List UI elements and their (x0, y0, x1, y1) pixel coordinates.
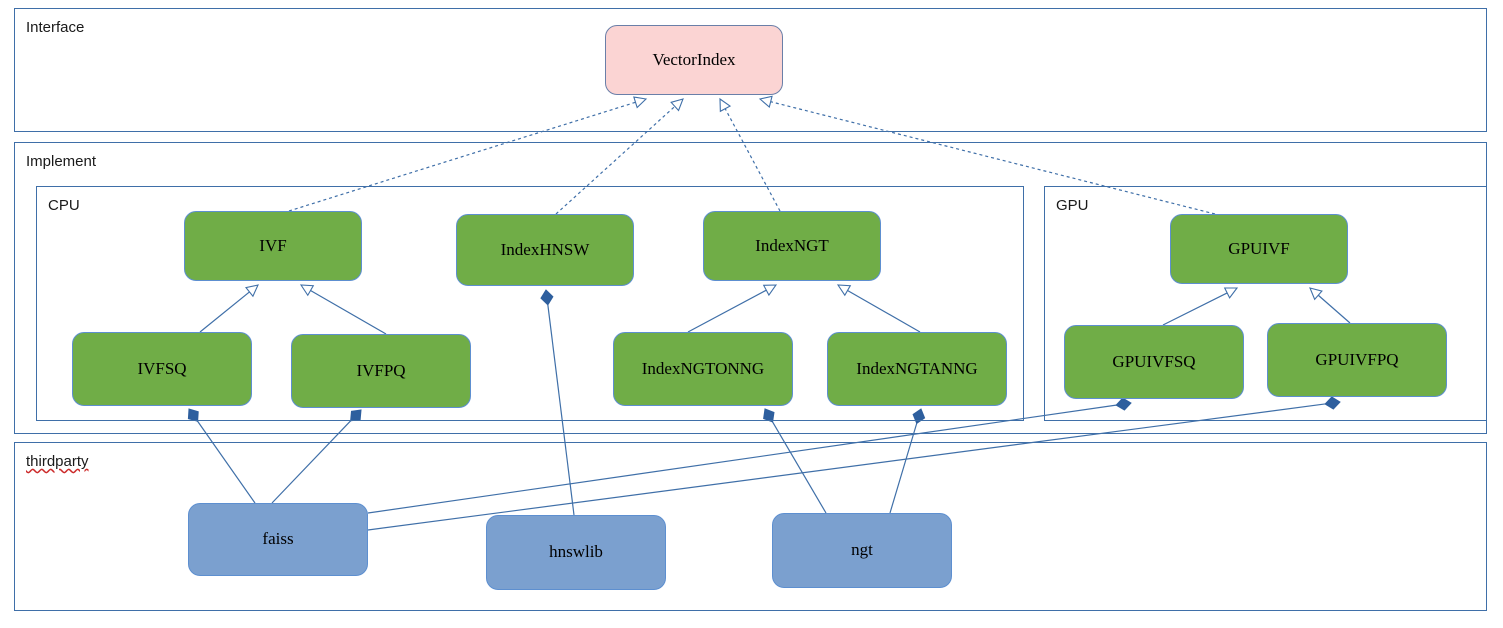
container-label-thirdparty: thirdparty (26, 453, 89, 470)
node-ivf[interactable]: IVF (184, 211, 362, 281)
node-indexngt[interactable]: IndexNGT (703, 211, 881, 281)
node-indexhnsw[interactable]: IndexHNSW (456, 214, 634, 286)
node-label-gpuivfpq: GPUIVFPQ (1315, 349, 1399, 369)
node-label-ivfsq: IVFSQ (137, 358, 187, 378)
node-label-ivf: IVF (259, 235, 287, 255)
container-label-implement: Implement (26, 153, 97, 170)
node-label-vectorindex: VectorIndex (652, 49, 736, 69)
node-label-indexngt: IndexNGT (755, 235, 829, 255)
node-vectorindex[interactable]: VectorIndex (605, 25, 783, 95)
node-ivfpq[interactable]: IVFPQ (291, 334, 471, 408)
container-interface (14, 8, 1487, 132)
node-hnswlib[interactable]: hnswlib (486, 515, 666, 590)
node-indexngtanng[interactable]: IndexNGTANNG (827, 332, 1007, 406)
node-gpuivf[interactable]: GPUIVF (1170, 214, 1348, 284)
node-label-indexngtanng: IndexNGTANNG (856, 358, 978, 378)
node-label-indexngtonng: IndexNGTONNG (641, 358, 765, 378)
node-label-indexhnsw: IndexHNSW (500, 239, 590, 259)
node-label-faiss: faiss (262, 529, 294, 549)
container-label-gpu: GPU (1056, 197, 1089, 214)
container-gpu (1044, 186, 1487, 421)
container-cpu (36, 186, 1024, 421)
node-gpuivfpq[interactable]: GPUIVFPQ (1267, 323, 1447, 397)
node-gpuivfsq[interactable]: GPUIVFSQ (1064, 325, 1244, 399)
node-indexngtonng[interactable]: IndexNGTONNG (613, 332, 793, 406)
node-ngt[interactable]: ngt (772, 513, 952, 588)
container-label-cpu: CPU (48, 197, 80, 214)
node-faiss[interactable]: faiss (188, 503, 368, 576)
node-label-ivfpq: IVFPQ (356, 360, 406, 380)
container-label-interface: Interface (26, 19, 85, 36)
node-label-hnswlib: hnswlib (549, 542, 603, 562)
node-ivfsq[interactable]: IVFSQ (72, 332, 252, 406)
node-label-ngt: ngt (851, 540, 873, 560)
container-thirdparty (14, 442, 1487, 611)
node-label-gpuivf: GPUIVF (1228, 238, 1290, 258)
node-label-gpuivfsq: GPUIVFSQ (1112, 351, 1196, 371)
